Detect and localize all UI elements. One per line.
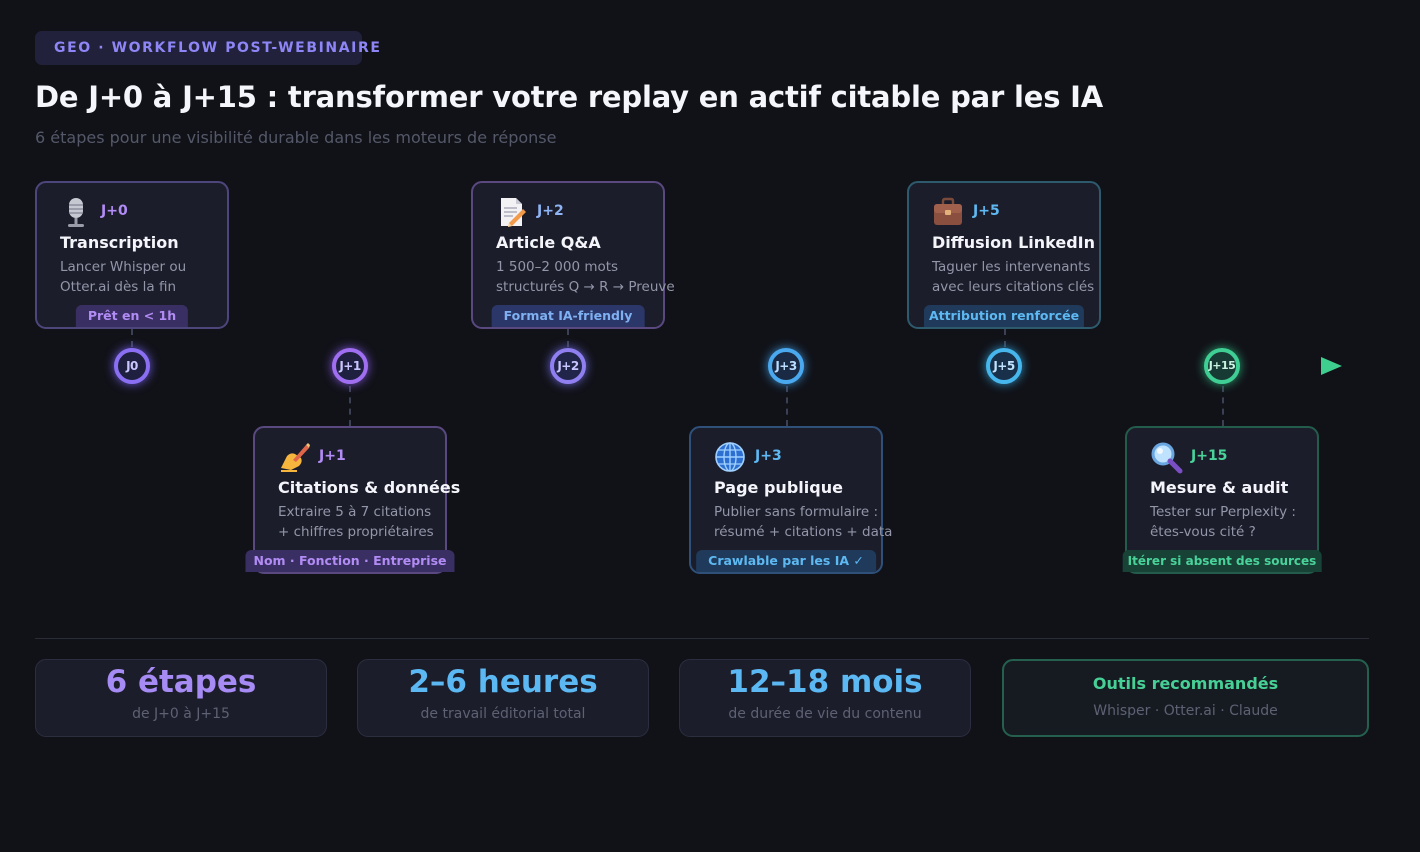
step-description-line: + chiffres propriétaires [278,524,434,540]
writing-hand-icon [281,443,310,472]
step-description-line: Extraire 5 à 7 citations [278,504,432,520]
step-description-line: Publier sans formulaire : [714,504,879,520]
stat-steps: 6 étapes de J+0 à J+15 [35,659,327,737]
step-description-line: êtes-vous cité ? [1150,524,1256,540]
section-divider [35,638,1369,639]
step-tag: J+15 [1191,448,1228,464]
step-badge: Attribution renforcée [923,305,1085,327]
document-icon [501,198,526,227]
timeline-arrow-icon [1321,357,1342,375]
timeline-node-j5: J+5 [986,348,1022,384]
tools-box: Outils recommandés Whisper · Otter.ai · … [1002,659,1369,737]
tools-title: Outils recommandés [1092,674,1279,693]
step-badge: Format IA-friendly [491,305,645,327]
timeline-node-j1: J+1 [332,348,368,384]
step-badge: Crawlable par les IA ✓ [696,550,876,572]
magnifier-icon [1151,442,1183,474]
tools-list: Whisper · Otter.ai · Claude [1093,703,1278,719]
stat-label: de travail éditorial total [420,706,586,722]
step-title: Mesure & audit [1150,478,1289,497]
step-badge: Itérer si absent des sources [1122,550,1322,572]
stat-hours: 2–6 heures de travail éditorial total [357,659,649,737]
connector-j2 [567,329,569,347]
stat-value: 2–6 heures [408,664,598,700]
stat-value: 6 étapes [105,664,257,700]
step-tag: J+0 [101,203,128,219]
step-tag: J+5 [973,203,1000,219]
connector-j0 [131,329,133,347]
connector-j3 [786,386,788,426]
step-description-line: structurés Q → R → Preuve [496,279,675,295]
step-title: Diffusion LinkedIn [932,233,1096,252]
step-description-line: résumé + citations + data [714,524,893,540]
step-title: Transcription [60,233,179,252]
connector-j5 [1004,329,1006,347]
timeline-node-j15: J+15 [1204,348,1240,384]
eyebrow-badge: GEO · WORKFLOW POST-WEBINAIRE [35,31,380,65]
step-card-j2: J+2 Article Q&A 1 500–2 000 mots structu… [471,181,675,329]
stat-lifetime: 12–18 mois de durée de vie du contenu [679,659,971,737]
step-title: Page publique [714,478,843,497]
step-tag: J+3 [755,448,782,464]
step-description-line: Tester sur Perplexity : [1150,504,1296,520]
stat-label: de durée de vie du contenu [728,706,922,722]
connector-j15 [1222,386,1224,426]
step-title: Citations & données [278,478,461,497]
step-description-line: Lancer Whisper ou [60,259,187,275]
stat-value: 12–18 mois [727,664,923,700]
microphone-icon [68,198,84,227]
step-title: Article Q&A [496,233,601,252]
step-badge: Nom · Fonction · Entreprise [245,550,455,572]
briefcase-icon [934,197,962,225]
step-description-line: 1 500–2 000 mots [496,259,619,275]
step-description-line: Taguer les intervenants [932,259,1091,275]
step-card-j15: J+15 Mesure & audit Tester sur Perplexit… [1122,426,1322,574]
globe-icon [715,442,745,472]
page-subtitle: 6 étapes pour une visibilité durable dan… [35,128,557,147]
stat-label: de J+0 à J+15 [132,706,230,722]
step-card-j1: J+1 Citations & données Extraire 5 à 7 c… [245,426,460,574]
step-description-line: avec leurs citations clés [932,279,1095,295]
step-tag: J+1 [319,448,346,464]
step-card-j5: J+5 Diffusion LinkedIn Taguer les interv… [907,181,1101,329]
step-card-j3: J+3 Page publique Publier sans formulair… [689,426,892,574]
page-title: De J+0 à J+15 : transformer votre replay… [35,80,1104,114]
step-tag: J+2 [537,203,564,219]
step-badge: Prêt en < 1h [75,305,189,327]
connector-j1 [349,386,351,426]
timeline-node-j0: J0 [114,348,150,384]
step-card-j0: J+0 Transcription Lancer Whisper ou Otte… [35,181,229,329]
step-description-line: Otter.ai dès la fin [60,279,177,295]
timeline-node-j2: J+2 [550,348,586,384]
timeline-node-j3: J+3 [768,348,804,384]
